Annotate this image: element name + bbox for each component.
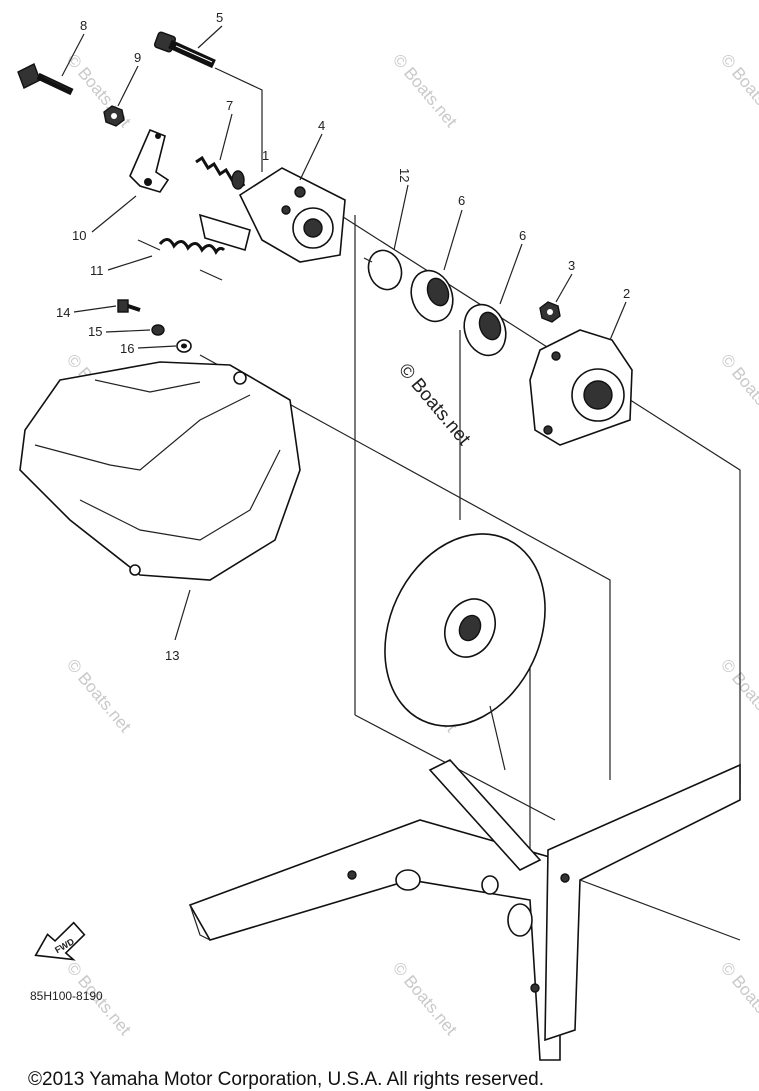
watermark-dark: © Boats.net bbox=[394, 360, 475, 450]
leader-lines bbox=[61, 25, 627, 641]
callout-label: 16 bbox=[120, 341, 134, 356]
bolt-part-14 bbox=[117, 299, 141, 313]
callout-label: 6 bbox=[458, 193, 465, 208]
plug-part-12 bbox=[363, 249, 403, 291]
watermark: © Boats.net bbox=[63, 655, 135, 736]
callout-label: 6 bbox=[519, 228, 526, 243]
spring-part-11 bbox=[137, 238, 226, 281]
callout-label: 4 bbox=[318, 118, 325, 133]
callout-label: 12 bbox=[397, 168, 412, 182]
callout-label: 11 bbox=[90, 263, 104, 278]
callout-labels: 1 2 3 4 5 6 6 7 8 9 10 11 12 13 14 15 16 bbox=[56, 10, 630, 663]
callout-label: 2 bbox=[623, 286, 630, 301]
bolt-part-5 bbox=[153, 31, 216, 69]
callout-label: 10 bbox=[72, 228, 86, 243]
nut-part-9 bbox=[103, 105, 125, 127]
cover-part-13 bbox=[19, 361, 301, 581]
watermark: © Boats.net bbox=[717, 350, 759, 431]
bushing-part-6a bbox=[410, 269, 454, 323]
watermark: © Boats.net bbox=[389, 958, 461, 1039]
callout-label: 15 bbox=[88, 324, 102, 339]
copyright-text: ©2013 Yamaha Motor Corporation, U.S.A. A… bbox=[28, 1069, 544, 1090]
callout-label: 5 bbox=[216, 10, 223, 25]
callout-label: 3 bbox=[568, 258, 575, 273]
bolt-part-8 bbox=[17, 63, 74, 96]
callout-label: 9 bbox=[134, 50, 141, 65]
link-part-10 bbox=[129, 128, 170, 193]
housing-part-2 bbox=[529, 329, 633, 446]
part-code: 85H100-8190 bbox=[30, 989, 103, 1003]
washer-part-15 bbox=[151, 324, 165, 336]
nut-part-3 bbox=[539, 301, 561, 323]
chassis-frame bbox=[188, 759, 741, 1061]
pulley-part-1 bbox=[384, 533, 546, 771]
watermark: © Boats.net bbox=[717, 655, 759, 736]
callout-label: 1 bbox=[262, 148, 269, 163]
callout-label: 8 bbox=[80, 18, 87, 33]
washer-part-16 bbox=[176, 339, 192, 353]
watermark: © Boats.net bbox=[717, 958, 759, 1039]
bracket-part-4 bbox=[198, 167, 346, 263]
watermark: © Boats.net bbox=[717, 50, 759, 131]
callout-label: 13 bbox=[165, 648, 179, 663]
callout-label: 14 bbox=[56, 305, 70, 320]
callout-label: 7 bbox=[226, 98, 233, 113]
watermark: © Boats.net bbox=[389, 50, 461, 131]
bushing-part-6b bbox=[463, 303, 507, 357]
spring-part-7 bbox=[195, 155, 246, 190]
